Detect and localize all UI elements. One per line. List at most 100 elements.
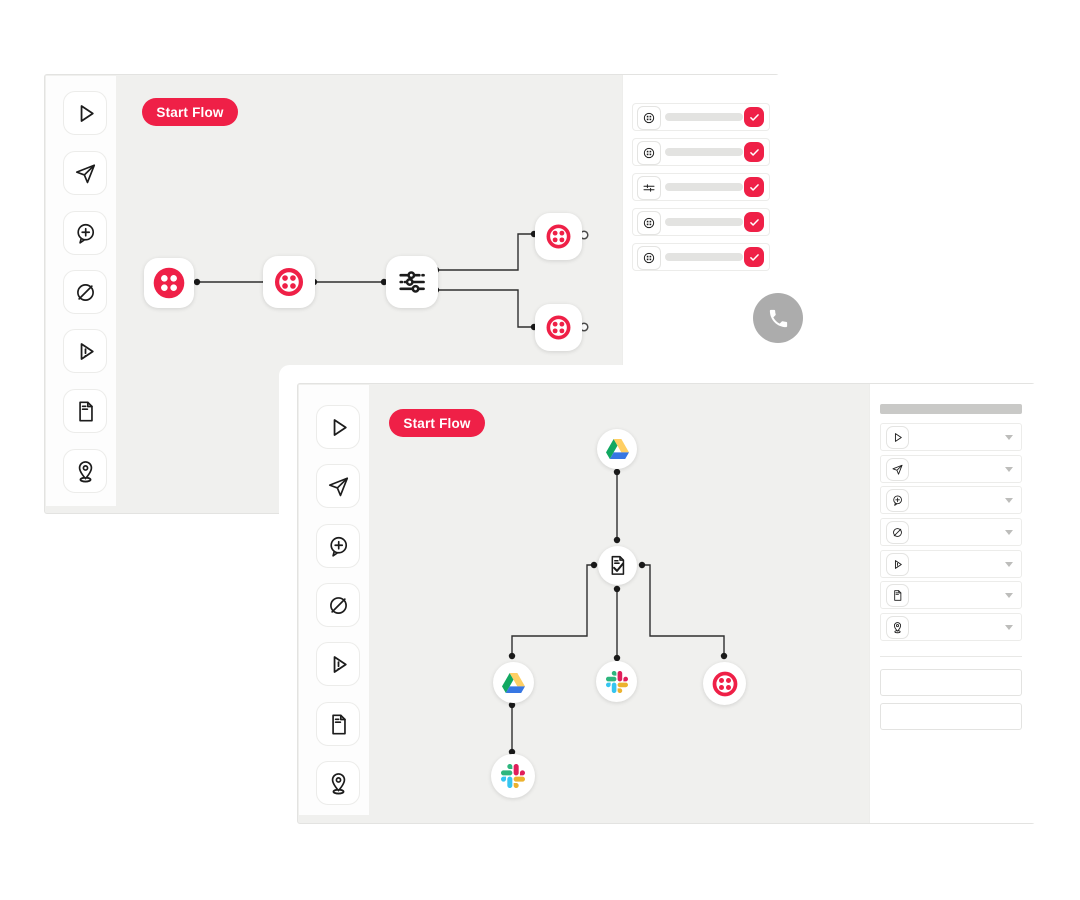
panel-item[interactable] xyxy=(632,103,770,131)
location-icon xyxy=(886,616,909,639)
front-side-panel xyxy=(869,384,1036,823)
slack-icon xyxy=(606,671,628,693)
panel-row[interactable] xyxy=(880,581,1022,609)
document-tool-button[interactable] xyxy=(63,389,107,433)
sliders-icon xyxy=(637,176,661,200)
chevron-down-icon[interactable] xyxy=(1005,467,1013,472)
panel-item[interactable] xyxy=(632,173,770,201)
chevron-down-icon[interactable] xyxy=(1005,562,1013,567)
play-alert-icon xyxy=(326,652,351,677)
chat-add-tool-button[interactable] xyxy=(316,524,360,568)
start-flow-button[interactable]: Start Flow xyxy=(389,409,485,437)
google-drive-icon xyxy=(606,439,629,459)
location-tool-button[interactable] xyxy=(63,449,107,493)
checked-checkbox[interactable] xyxy=(744,107,764,127)
start-flow-button[interactable]: Start Flow xyxy=(142,98,238,126)
checked-checkbox[interactable] xyxy=(744,247,764,267)
flow-node-slack-middle[interactable] xyxy=(596,661,637,702)
document-check-icon xyxy=(606,554,629,577)
flow-node-branch-bottom[interactable] xyxy=(535,304,582,351)
chevron-down-icon[interactable] xyxy=(1005,498,1013,503)
chat-add-icon xyxy=(326,534,351,559)
panel-item[interactable] xyxy=(632,208,770,236)
twilio-icon xyxy=(710,669,740,699)
play-icon xyxy=(886,426,909,449)
check-icon xyxy=(748,216,761,229)
flow-node-twilio-right[interactable] xyxy=(703,662,746,705)
disable-tool-button[interactable] xyxy=(63,270,107,314)
flow-node-split[interactable] xyxy=(386,256,438,308)
disable-icon xyxy=(886,521,909,544)
chevron-down-icon[interactable] xyxy=(1005,435,1013,440)
play-tool-button[interactable] xyxy=(316,405,360,449)
disable-icon xyxy=(326,593,351,618)
slack-icon xyxy=(501,764,525,788)
checked-checkbox[interactable] xyxy=(744,212,764,232)
location-icon xyxy=(73,459,98,484)
panel-title-placeholder xyxy=(880,404,1022,414)
chevron-down-icon[interactable] xyxy=(1005,625,1013,630)
panel-row[interactable] xyxy=(880,550,1022,578)
detail-input-2[interactable] xyxy=(880,703,1022,730)
disable-tool-button[interactable] xyxy=(316,583,360,627)
flow-node-branch-top[interactable] xyxy=(535,213,582,260)
twilio-icon xyxy=(637,106,661,130)
play-tool-button[interactable] xyxy=(63,91,107,135)
twilio-solid-icon xyxy=(151,265,187,301)
detail-input-1[interactable] xyxy=(880,669,1022,696)
panel-row[interactable] xyxy=(880,423,1022,451)
chevron-down-icon[interactable] xyxy=(1005,530,1013,535)
send-icon xyxy=(326,474,351,499)
play-icon xyxy=(73,101,98,126)
play-alert-tool-button[interactable] xyxy=(316,642,360,686)
panel-item[interactable] xyxy=(632,138,770,166)
flow-node-document-check[interactable] xyxy=(598,546,637,585)
document-tool-button[interactable] xyxy=(316,702,360,746)
chevron-down-icon[interactable] xyxy=(1005,593,1013,598)
send-tool-button[interactable] xyxy=(63,151,107,195)
sliders-icon xyxy=(395,265,429,299)
twilio-icon xyxy=(544,222,573,251)
panel-divider xyxy=(880,656,1022,657)
send-icon xyxy=(73,161,98,186)
flow-node-step2[interactable] xyxy=(263,256,315,308)
disable-icon xyxy=(73,280,98,305)
panel-row[interactable] xyxy=(880,486,1022,514)
google-drive-icon xyxy=(502,673,525,693)
check-icon xyxy=(748,146,761,159)
flow-node-slack-bottom[interactable] xyxy=(491,754,535,798)
location-icon xyxy=(326,771,351,796)
panel-row[interactable] xyxy=(880,518,1022,546)
play-alert-icon xyxy=(73,339,98,364)
checked-checkbox[interactable] xyxy=(744,177,764,197)
chat-add-icon xyxy=(73,221,98,246)
check-icon xyxy=(748,251,761,264)
checked-checkbox[interactable] xyxy=(744,142,764,162)
panel-row[interactable] xyxy=(880,613,1022,641)
send-tool-button[interactable] xyxy=(316,464,360,508)
document-icon xyxy=(326,712,351,737)
phone-fab-button[interactable] xyxy=(753,293,803,343)
text-placeholder-bar xyxy=(665,253,743,261)
front-flow-window: Start Flow xyxy=(297,383,1036,824)
location-tool-button[interactable] xyxy=(316,761,360,805)
twilio-icon xyxy=(272,265,306,299)
play-alert-tool-button[interactable] xyxy=(63,329,107,373)
check-icon xyxy=(748,181,761,194)
check-icon xyxy=(748,111,761,124)
text-placeholder-bar xyxy=(665,183,743,191)
chat-add-icon xyxy=(886,489,909,512)
chat-add-tool-button[interactable] xyxy=(63,211,107,255)
document-icon xyxy=(886,584,909,607)
play-alert-icon xyxy=(886,553,909,576)
send-icon xyxy=(886,458,909,481)
twilio-icon xyxy=(544,313,573,342)
panel-item[interactable] xyxy=(632,243,770,271)
text-placeholder-bar xyxy=(665,218,743,226)
phone-icon xyxy=(767,307,790,330)
twilio-icon xyxy=(637,246,661,270)
flow-node-drive-top[interactable] xyxy=(597,429,637,469)
flow-node-start[interactable] xyxy=(144,258,194,308)
flow-node-drive-left[interactable] xyxy=(493,662,534,703)
panel-row[interactable] xyxy=(880,455,1022,483)
